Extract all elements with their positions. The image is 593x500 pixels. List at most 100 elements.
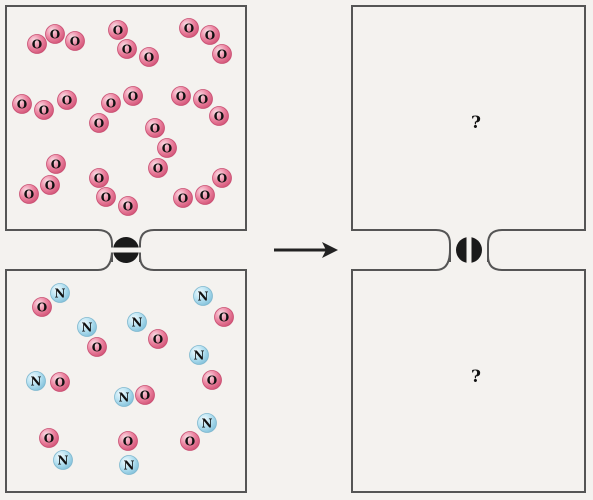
nitrogen-label: N bbox=[132, 316, 143, 330]
nitrogen-label: N bbox=[82, 321, 93, 335]
oxygen-atom bbox=[173, 188, 193, 208]
oxygen-label: O bbox=[101, 191, 111, 205]
oxygen-atom bbox=[123, 86, 143, 106]
oxygen-atom bbox=[179, 18, 199, 38]
oxygen-atom bbox=[148, 158, 168, 178]
left-top-neck bbox=[97, 229, 113, 262]
oxygen-label: O bbox=[176, 90, 186, 104]
oxygen-atom bbox=[50, 372, 70, 392]
oxygen-atom bbox=[12, 94, 32, 114]
oxygen-label: O bbox=[44, 432, 54, 446]
oxygen-label: O bbox=[70, 35, 80, 49]
nitrogen-atom bbox=[193, 286, 213, 306]
nitrogen-label: N bbox=[124, 459, 135, 473]
top-chamber-question-mark: ? bbox=[471, 113, 481, 133]
nitrogen-atom bbox=[77, 317, 97, 337]
oxygen-label: O bbox=[123, 200, 133, 214]
open-valve bbox=[456, 235, 482, 265]
oxygen-label: O bbox=[122, 43, 132, 57]
ozone-molecule: OOO bbox=[108, 20, 159, 67]
nitric-oxide-molecule: NO bbox=[77, 317, 107, 357]
oxygen-label: O bbox=[150, 122, 160, 136]
oxygen-label: O bbox=[37, 301, 47, 315]
nitrogen-label: N bbox=[194, 349, 205, 363]
oxygen-atom bbox=[46, 154, 66, 174]
right-arrow-icon bbox=[274, 242, 338, 258]
oxygen-label: O bbox=[207, 374, 217, 388]
oxygen-atom bbox=[27, 34, 47, 54]
oxygen-atom bbox=[96, 187, 116, 207]
right-apparatus: ? ? bbox=[351, 5, 586, 493]
oxygen-label: O bbox=[39, 104, 49, 118]
nitric-oxide-molecule: ON bbox=[39, 428, 73, 470]
oxygen-atom bbox=[57, 90, 77, 110]
oxygen-atom bbox=[212, 44, 232, 64]
oxygen-label: O bbox=[94, 172, 104, 186]
oxygen-label: O bbox=[219, 311, 229, 325]
oxygen-atom bbox=[148, 329, 168, 349]
oxygen-label: O bbox=[94, 117, 104, 131]
oxygen-atom bbox=[117, 39, 137, 59]
nitrogen-label: N bbox=[202, 417, 213, 431]
oxygen-atom bbox=[89, 168, 109, 188]
oxygen-label: O bbox=[198, 93, 208, 107]
oxygen-atom bbox=[135, 385, 155, 405]
oxygen-atom bbox=[195, 185, 215, 205]
nitrogen-atom bbox=[53, 450, 73, 470]
ozone-molecule: OOO bbox=[19, 154, 66, 204]
oxygen-atom bbox=[180, 431, 200, 451]
right-top-chamber bbox=[351, 5, 586, 262]
nitrogen-atom bbox=[50, 283, 70, 303]
oxygen-atom bbox=[108, 20, 128, 40]
bottom-chamber-question-mark: ? bbox=[471, 367, 481, 387]
right-bottom-chamber bbox=[351, 249, 586, 493]
nitrogen-atom bbox=[127, 312, 147, 332]
oxygen-label: O bbox=[162, 142, 172, 156]
oxygen-atom bbox=[19, 184, 39, 204]
oxygen-label: O bbox=[113, 24, 123, 38]
oxygen-atom bbox=[39, 428, 59, 448]
oxygen-label: O bbox=[217, 172, 227, 186]
nitrogen-label: N bbox=[119, 391, 130, 405]
nitrogen-atom bbox=[189, 345, 209, 365]
oxygen-atom bbox=[32, 297, 52, 317]
oxygen-label: O bbox=[178, 192, 188, 206]
nitric-oxide-molecule: NO bbox=[189, 345, 222, 390]
oxygen-atom bbox=[45, 24, 65, 44]
oxygen-label: O bbox=[214, 110, 224, 124]
nitrogen-label: N bbox=[58, 454, 69, 468]
oxygen-atom bbox=[214, 307, 234, 327]
oxygen-atom bbox=[87, 337, 107, 357]
nitric-oxide-molecule: NO bbox=[127, 312, 168, 349]
oxygen-label: O bbox=[185, 435, 195, 449]
oxygen-label: O bbox=[62, 94, 72, 108]
oxygen-atom bbox=[65, 31, 85, 51]
nitrogen-atom bbox=[197, 413, 217, 433]
oxygen-label: O bbox=[153, 333, 163, 347]
nitrogen-atom bbox=[26, 371, 46, 391]
closed-valve bbox=[111, 237, 141, 263]
oxygen-atom bbox=[118, 196, 138, 216]
oxygen-atom bbox=[209, 106, 229, 126]
oxygen-atom bbox=[101, 93, 121, 113]
ozone-molecule: OOO bbox=[145, 118, 177, 178]
nitric-oxide-molecule: NO bbox=[193, 286, 234, 327]
nitrogen-label: N bbox=[31, 375, 42, 389]
oxygen-atom bbox=[200, 25, 220, 45]
nitric-oxide-molecule: ON bbox=[118, 431, 139, 475]
oxygen-label: O bbox=[45, 179, 55, 193]
nitrogen-atom bbox=[114, 387, 134, 407]
oxygen-label: O bbox=[51, 158, 61, 172]
left-bottom-chamber bbox=[5, 249, 247, 493]
oxygen-label: O bbox=[128, 90, 138, 104]
oxygen-label: O bbox=[32, 38, 42, 52]
